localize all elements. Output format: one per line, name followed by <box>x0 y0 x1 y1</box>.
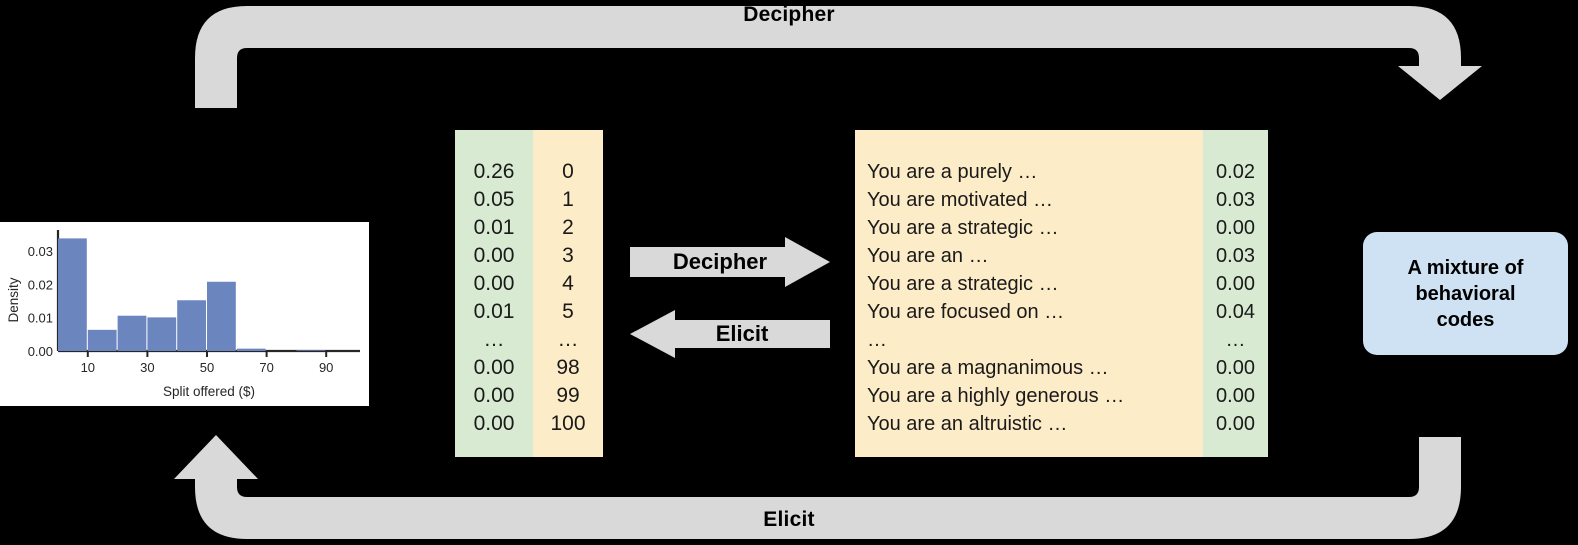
histogram-bar <box>147 317 177 351</box>
elicit-arrow-label: Elicit <box>715 321 769 346</box>
prompt-probability-cell: 0.03 <box>1216 189 1255 211</box>
histogram-bar <box>177 300 206 351</box>
y-axis-title: Density <box>6 277 21 322</box>
elicit-cycle-arrow <box>174 435 1461 539</box>
code-index-cell: 1 <box>562 188 574 211</box>
histogram-bars <box>58 238 326 351</box>
density-histogram-panel: 0.00 0.01 0.02 0.03 10 30 50 70 90 <box>0 222 369 406</box>
prompt-text-cell: … <box>867 329 887 351</box>
prompt-probability-cell: 0.00 <box>1216 357 1255 379</box>
code-probability-cell: 0.05 <box>473 188 515 211</box>
y-tick-label: 0.03 <box>28 244 53 259</box>
decipher-cycle-label: Decipher <box>743 3 835 26</box>
code-index-cell: 4 <box>562 272 574 295</box>
mixture-box-label: A mixture of behavioral codes <box>1407 256 1524 331</box>
histogram-bar <box>236 348 266 351</box>
code-probability-cell: 0.01 <box>473 216 515 239</box>
elicit-arrow-shape <box>630 310 830 358</box>
histogram-bar <box>296 350 326 351</box>
prompt-text-column: You are a purely … You are motivated … You… <box>855 130 1203 457</box>
code-probability-table: 0.26 0.05 0.01 0.00 0.00 0.01 … 0.00 0.00 0.00 0 1… <box>455 130 603 457</box>
code-index-cell: 5 <box>562 300 574 323</box>
x-tick-label: 30 <box>140 360 154 375</box>
code-probability-cell: 0.00 <box>473 272 515 295</box>
code-probability-column: 0.26 0.05 0.01 0.00 0.00 0.01 … 0.00 0.00 0.00 <box>455 130 533 457</box>
code-probability-cell: 0.00 <box>473 356 515 379</box>
prompt-text-cell: You are an altruistic … <box>867 413 1068 435</box>
prompt-text-cell: You are a magnanimous … <box>867 357 1109 379</box>
x-axis-title: Split offered ($) <box>163 384 255 399</box>
elicit-cycle-label: Elicit <box>763 508 815 531</box>
decipher-arrow-label: Decipher <box>672 249 768 274</box>
code-probability-cell: 0.00 <box>473 412 515 435</box>
code-index-cell: … <box>557 328 579 351</box>
code-index-cell: 100 <box>550 412 586 435</box>
y-tick-label: 0.01 <box>28 311 53 326</box>
prompt-probability-cell: 0.00 <box>1216 385 1255 407</box>
code-probability-cell: 0.00 <box>473 384 515 407</box>
y-tick-label: 0.02 <box>28 277 53 292</box>
prompt-text-cell: You are motivated … <box>867 189 1054 211</box>
x-tick-label: 50 <box>200 360 214 375</box>
prompt-probability-cell: 0.00 <box>1216 413 1255 435</box>
y-tick-label: 0.00 <box>28 344 53 359</box>
x-tick-label: 70 <box>259 360 273 375</box>
prompt-probability-cell: … <box>1225 329 1246 351</box>
code-index-column: 0 1 2 3 4 5 … 98 99 100 <box>533 130 603 457</box>
code-index-cell: 99 <box>556 384 580 407</box>
prompt-text-cell: You are an … <box>867 245 989 267</box>
x-tick-label: 10 <box>81 360 95 375</box>
histogram-bar <box>117 315 147 351</box>
prompt-probability-cell: 0.02 <box>1216 161 1255 183</box>
histogram-bar <box>207 281 236 351</box>
code-probability-cell: … <box>483 328 505 351</box>
prompt-probability-cell: 0.00 <box>1216 217 1255 239</box>
code-probability-cell: 0.00 <box>473 244 515 267</box>
prompt-probability-column: 0.02 0.03 0.00 0.03 0.00 0.04 … 0.00 0.00 0.00 <box>1203 130 1268 457</box>
code-probability-cell: 0.26 <box>473 160 515 183</box>
mixture-of-behavioral-codes-box: A mixture of behavioral codes <box>1363 232 1568 355</box>
x-tick-group: 10 30 50 70 90 <box>81 351 333 375</box>
histogram-bar <box>87 329 117 351</box>
code-index-cell: 2 <box>562 216 574 239</box>
code-index-cell: 0 <box>562 160 574 183</box>
code-index-cell: 3 <box>562 244 574 267</box>
histogram-bar <box>58 238 87 351</box>
prompt-text-cell: You are a purely … <box>867 161 1038 183</box>
decipher-cycle-arrow <box>195 6 1482 108</box>
prompt-probability-cell: 0.04 <box>1216 301 1255 323</box>
prompt-text-cell: You are a strategic … <box>867 273 1059 295</box>
prompt-probability-cell: 0.00 <box>1216 273 1255 295</box>
decipher-arrow-shape <box>630 237 830 287</box>
code-index-cell: 98 <box>556 356 580 379</box>
elicit-arrow: Elicit <box>630 310 830 358</box>
code-probability-cell: 0.01 <box>473 300 515 323</box>
prompt-text-cell: You are focused on … <box>867 301 1065 323</box>
prompt-text-cell: You are a strategic … <box>867 217 1059 239</box>
prompt-probability-cell: 0.03 <box>1216 245 1255 267</box>
decipher-arrow: Decipher <box>630 237 830 287</box>
density-histogram-chart: 0.00 0.01 0.02 0.03 10 30 50 70 90 <box>6 230 360 399</box>
prompt-text-cell: You are a highly generous … <box>867 385 1125 407</box>
x-tick-label: 90 <box>319 360 333 375</box>
prompt-probability-table: You are a purely … You are motivated … You… <box>855 130 1268 457</box>
